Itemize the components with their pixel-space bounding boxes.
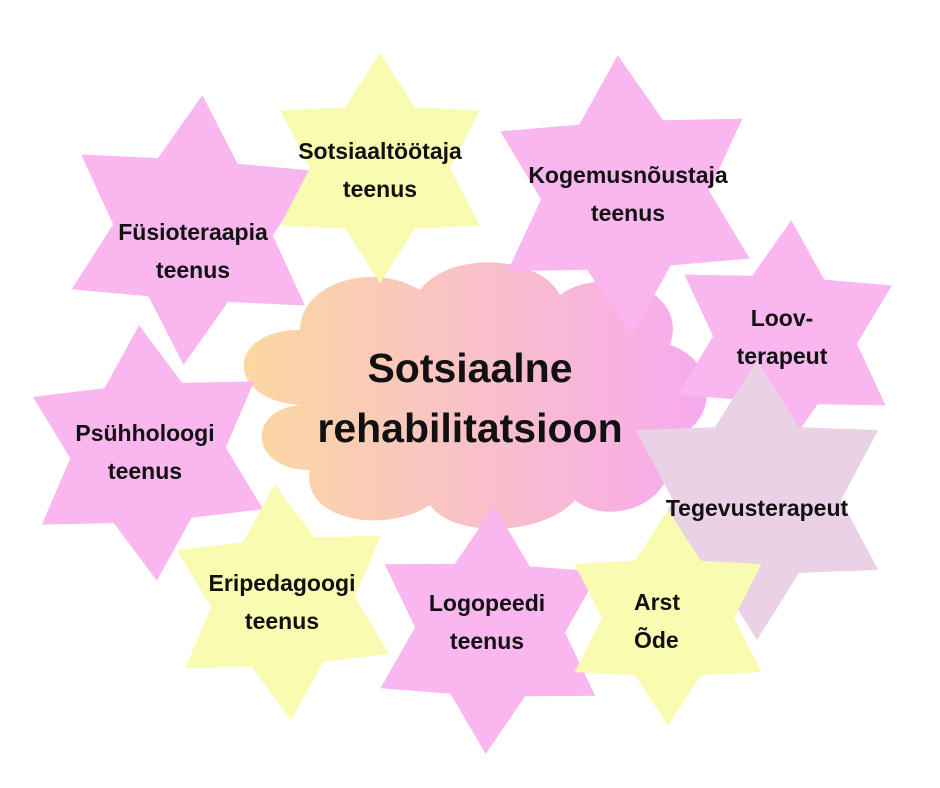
label-line2: teenus <box>590 200 666 226</box>
label-line2: teenus <box>155 257 231 283</box>
star-arst <box>574 510 762 726</box>
label-line1: Arst <box>633 589 681 615</box>
label-line2: teenus <box>342 176 418 202</box>
central-title-line2: rehabilitatsioon <box>317 405 623 451</box>
star-fysioteraapia <box>71 95 315 365</box>
star-logopeedi <box>380 506 600 754</box>
label-line2: teenus <box>449 628 525 654</box>
label-line1: Sotsiaaltöötaja <box>298 138 462 164</box>
label-line1: Psühholoogi <box>75 420 215 446</box>
label-psyhholoogi: Psühholoogi teenus <box>75 414 214 490</box>
label-sotsiaaltootaja: Sotsiaaltöötaja teenus <box>298 132 462 208</box>
label-fysioteraapia: Füsioteraapia teenus <box>118 213 268 289</box>
star-kogemusnoustaja <box>500 55 750 335</box>
label-line2: terapeut <box>736 343 828 369</box>
label-line1: Eripedagoogi <box>208 570 356 596</box>
label-logopeedi: Logopeedi teenus <box>429 584 545 660</box>
label-kogemusnoustaja: Kogemusnõustaja teenus <box>528 156 727 232</box>
star-loovterapeut <box>678 220 892 460</box>
label-line1: Kogemusnõustaja <box>528 162 728 188</box>
label-line2: teenus <box>107 458 183 484</box>
label-tegevusterapeut: Tegevusterapeut <box>666 489 848 527</box>
label-eripedagoogi: Eripedagoogi teenus <box>209 564 356 640</box>
central-title: Sotsiaalne rehabilitatsioon <box>317 338 622 458</box>
label-arst: Arst Õde <box>634 583 680 659</box>
central-cloud <box>243 262 707 529</box>
label-line2: teenus <box>244 608 320 634</box>
label-loovterapeut: Loov- terapeut <box>737 299 828 375</box>
label-line1: Füsioteraapia <box>118 219 268 245</box>
label-line1: Tegevusterapeut <box>665 495 849 521</box>
central-title-line1: Sotsiaalne <box>367 345 573 391</box>
star-sotsiaaltootaja <box>280 53 480 283</box>
star-eripedagoogi <box>176 484 390 720</box>
label-line1: Loov- <box>750 305 814 331</box>
label-line1: Logopeedi <box>428 590 546 616</box>
star-psyhholoogi <box>33 325 263 581</box>
label-line2: Õde <box>633 627 679 653</box>
